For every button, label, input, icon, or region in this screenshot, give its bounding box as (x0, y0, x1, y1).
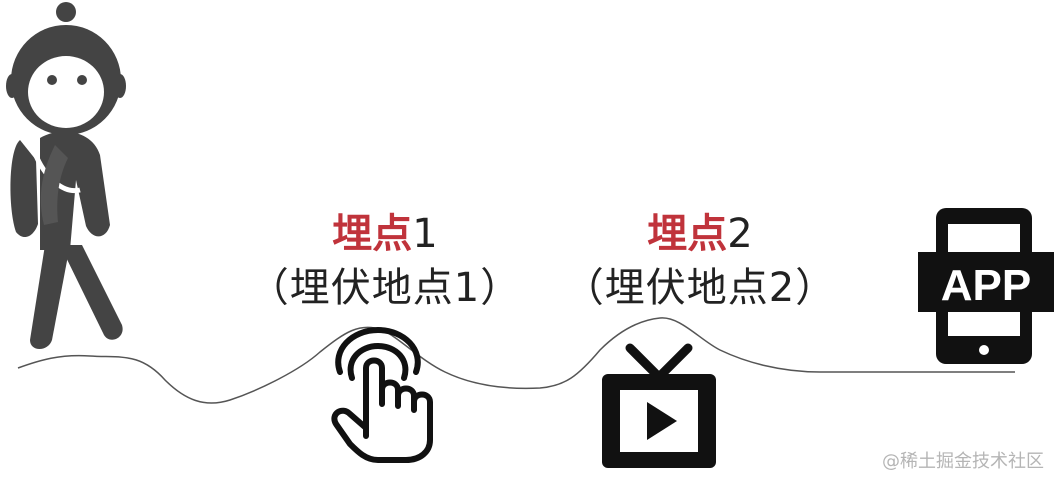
tracking-point-1-number: 1 (412, 211, 438, 257)
mobile-app-icon: APP (918, 208, 1054, 364)
app-label: APP (941, 261, 1031, 310)
tracking-point-2-number: 2 (727, 211, 753, 257)
tracking-point-2-label: 埋点2 （埋伏地点2） (550, 210, 850, 312)
mountain-path-line (17, 317, 1015, 404)
tracking-point-2-keyword: 埋点 (647, 211, 728, 257)
tracking-point-1-subtitle: （埋伏地点1） (248, 265, 522, 311)
tracking-point-2-title: 埋点2 (550, 210, 850, 258)
walking-person-icon (6, 2, 126, 349)
tracking-point-1-keyword: 埋点 (332, 211, 413, 257)
tracking-point-1-title: 埋点1 (230, 210, 540, 258)
watermark-text: @稀土掘金技术社区 (882, 451, 1044, 472)
tracking-point-1-label: 埋点1 （埋伏地点1） (230, 210, 540, 312)
tv-play-icon (602, 343, 716, 468)
tracking-point-2-subtitle: （埋伏地点2） (563, 265, 837, 311)
tap-hand-icon (331, 327, 433, 463)
